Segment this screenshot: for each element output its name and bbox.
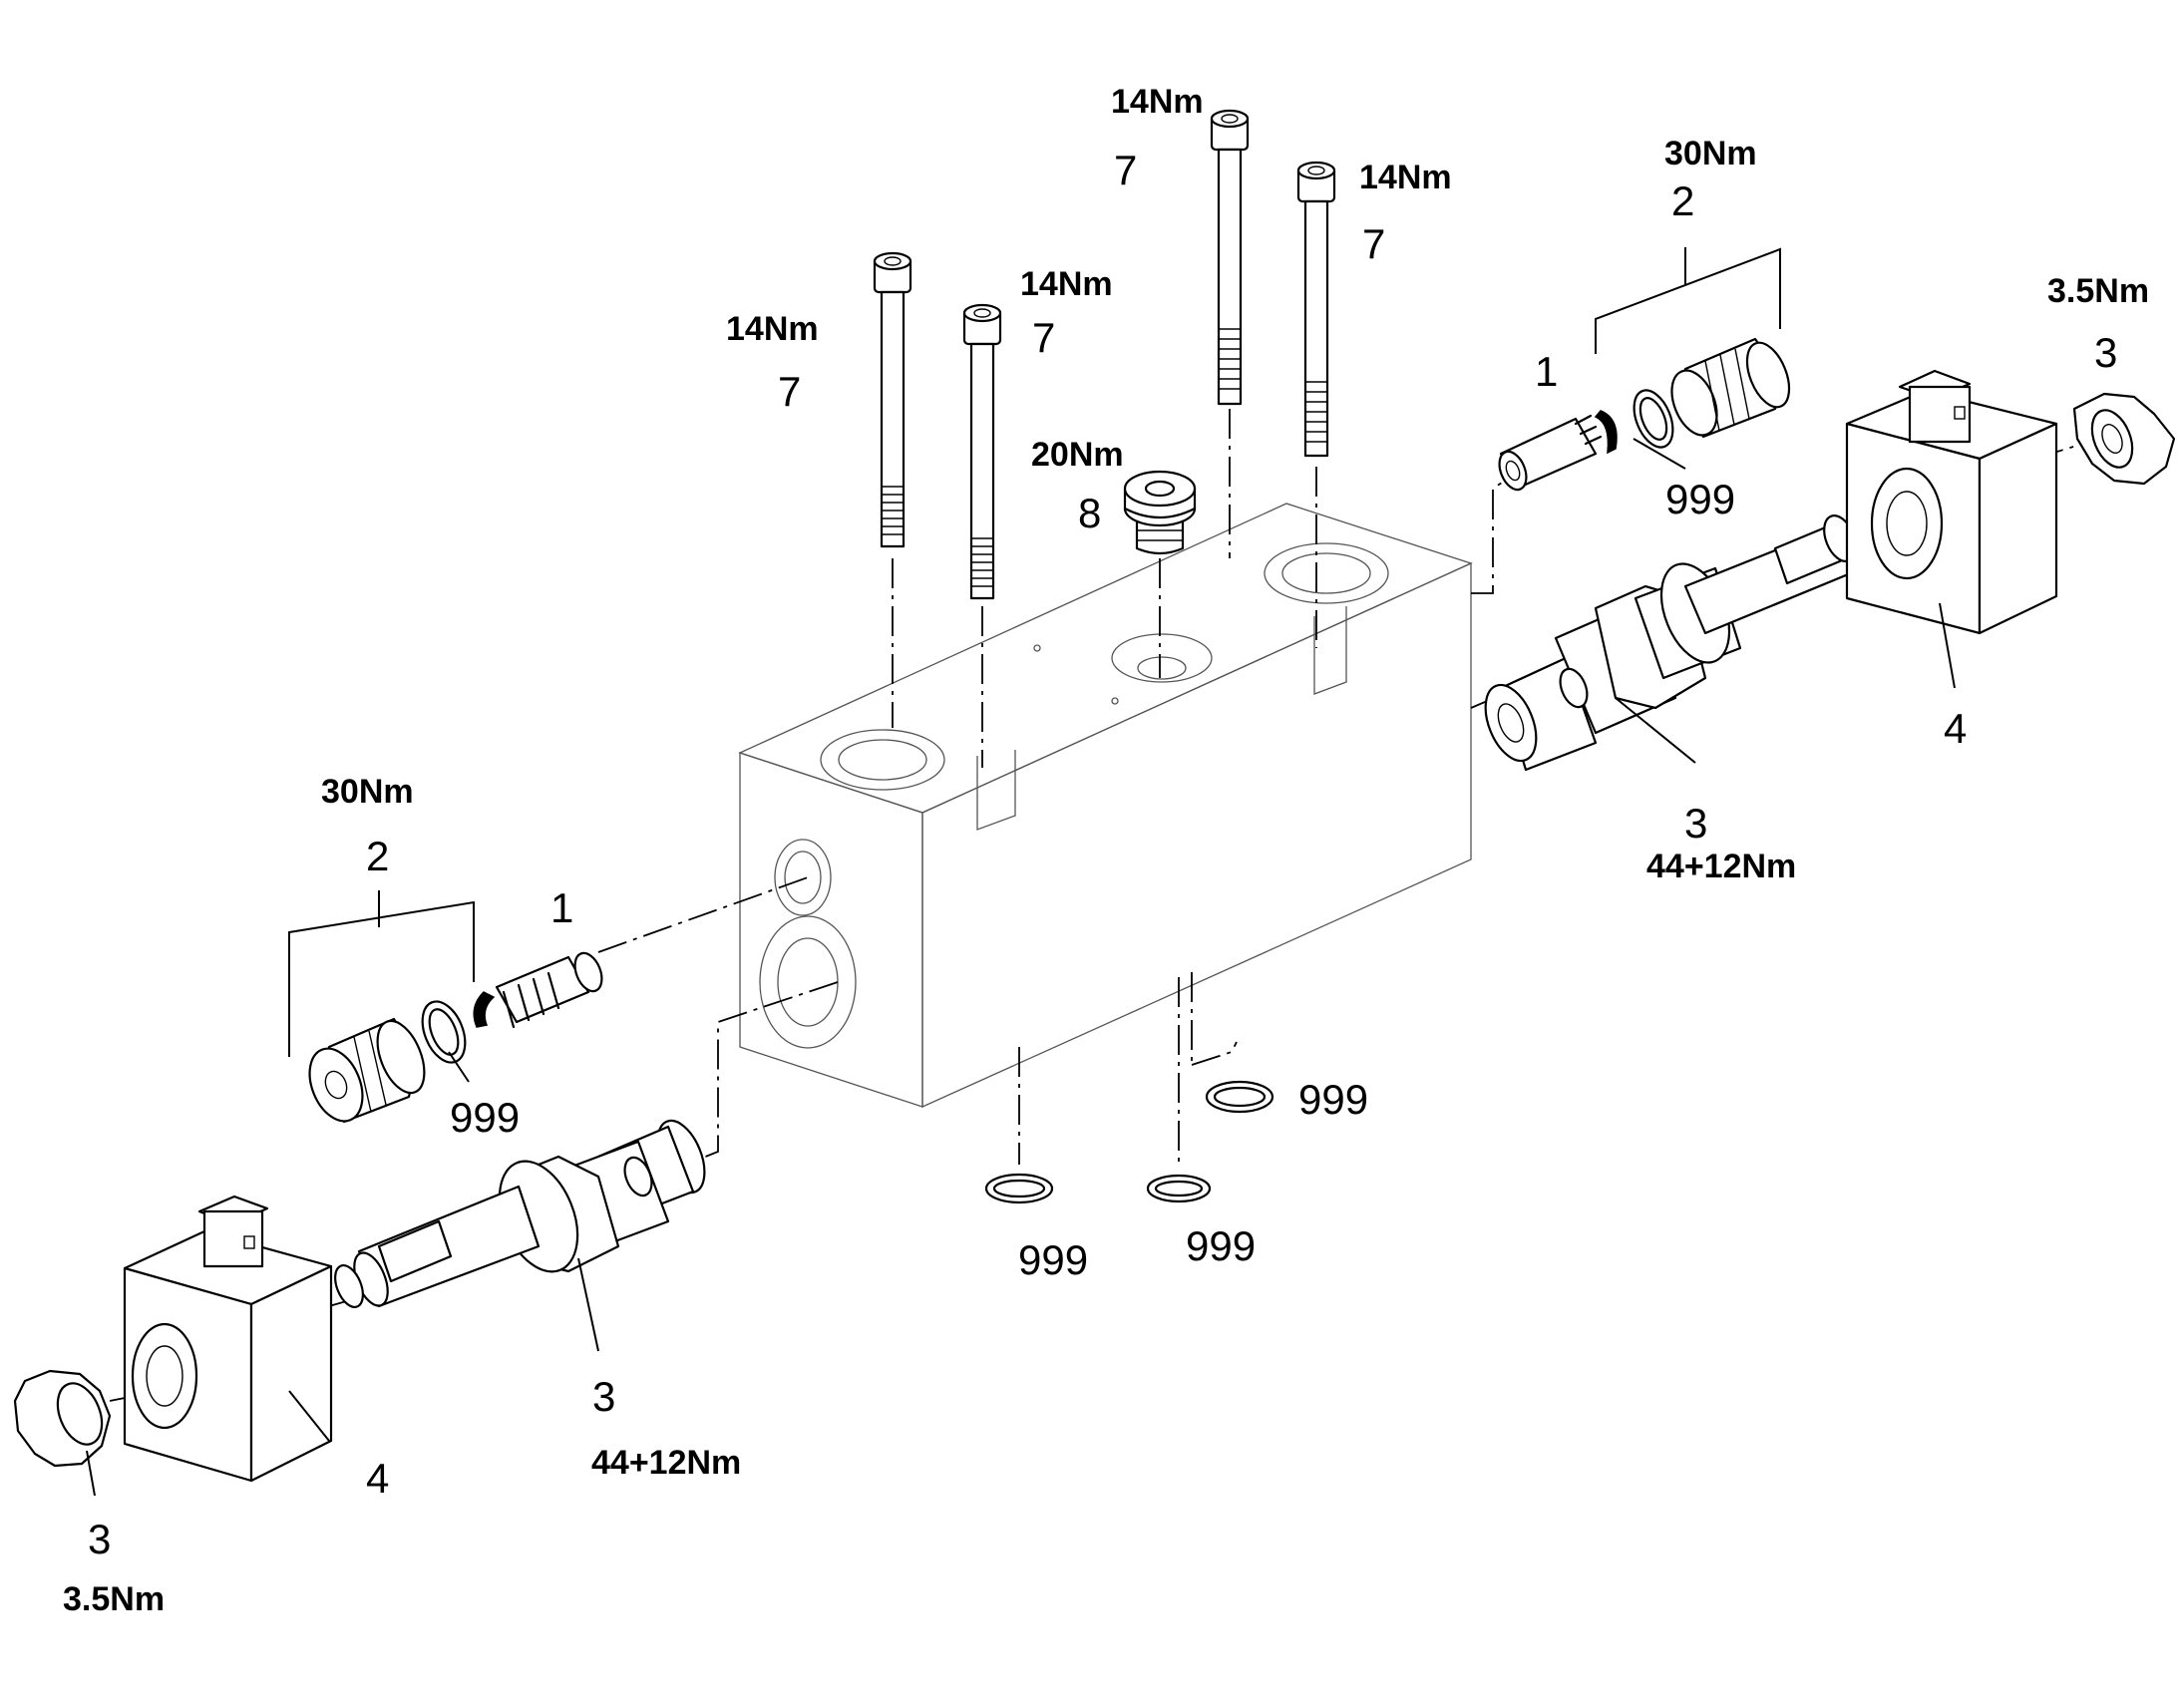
right-spring-item-label: 1 — [1535, 348, 1559, 395]
plug — [1123, 470, 1197, 555]
left-oring-item-label: 999 — [450, 1094, 521, 1141]
bolt-d-item-label: 7 — [1362, 220, 1386, 267]
bolt-c-torque-label: 14Nm — [1111, 83, 1204, 121]
left-spring-item-label: 1 — [550, 884, 574, 931]
left-nut-torque-label: 3.5Nm — [63, 1580, 166, 1618]
bolt-d-torque-label: 14Nm — [1359, 159, 1452, 196]
right-cartridge-torque-label: 30Nm — [1664, 135, 1757, 172]
left-valve — [334, 1119, 706, 1308]
bolt-b-item-label: 7 — [1032, 314, 1056, 361]
left-spring — [473, 951, 603, 1029]
bottom-oring-1 — [984, 1173, 1054, 1204]
bottom-oring-3-label: 999 — [1298, 1076, 1369, 1123]
right-valve-torque-label: 44+12Nm — [1646, 848, 1797, 885]
left-valve-torque-label: 44+12Nm — [591, 1444, 742, 1482]
left-cartridge-torque-label: 30Nm — [321, 773, 414, 811]
left-cartridge — [308, 1017, 426, 1124]
plug-item-label: 8 — [1078, 490, 1102, 536]
bolt-a-torque-label: 14Nm — [726, 310, 819, 348]
bolt-a — [873, 251, 912, 548]
right-valve-item-label: 3 — [1684, 800, 1708, 847]
right-spring — [1498, 410, 1618, 492]
right-cartridge-item-label: 2 — [1671, 177, 1695, 224]
right-oring-item-label: 999 — [1665, 476, 1736, 522]
right-coil-item-label: 4 — [1944, 705, 1968, 752]
bottom-oring-3 — [1205, 1080, 1274, 1114]
left-valve-item-label: 3 — [592, 1373, 616, 1420]
bolt-c-item-label: 7 — [1114, 147, 1138, 193]
right-oring — [1633, 389, 1674, 449]
bottom-oring-2-label: 999 — [1186, 1222, 1257, 1269]
left-nut-item-label: 3 — [88, 1516, 112, 1562]
leader-lines — [86, 247, 1956, 1497]
right-cartridge — [1670, 337, 1791, 439]
left-nut — [13, 1369, 112, 1468]
bolt-c — [1210, 109, 1250, 406]
bottom-oring-1-label: 999 — [1018, 1236, 1089, 1283]
left-cartridge-item-label: 2 — [366, 833, 390, 879]
left-coil-item-label: 4 — [366, 1455, 390, 1502]
bolt-a-item-label: 7 — [778, 368, 802, 415]
bottom-oring-2 — [1146, 1174, 1212, 1203]
plug-torque-label: 20Nm — [1031, 436, 1124, 474]
right-valve — [1484, 509, 1878, 772]
right-nut — [2072, 392, 2176, 486]
right-nut-item-label: 3 — [2094, 329, 2118, 376]
bolt-d — [1296, 161, 1336, 458]
left-coil — [123, 1195, 333, 1483]
bolt-b-torque-label: 14Nm — [1020, 265, 1113, 303]
right-coil — [1845, 369, 2058, 635]
bolt-b — [962, 303, 1002, 600]
valve-block — [738, 503, 1473, 1109]
right-nut-torque-label: 3.5Nm — [2047, 272, 2150, 310]
